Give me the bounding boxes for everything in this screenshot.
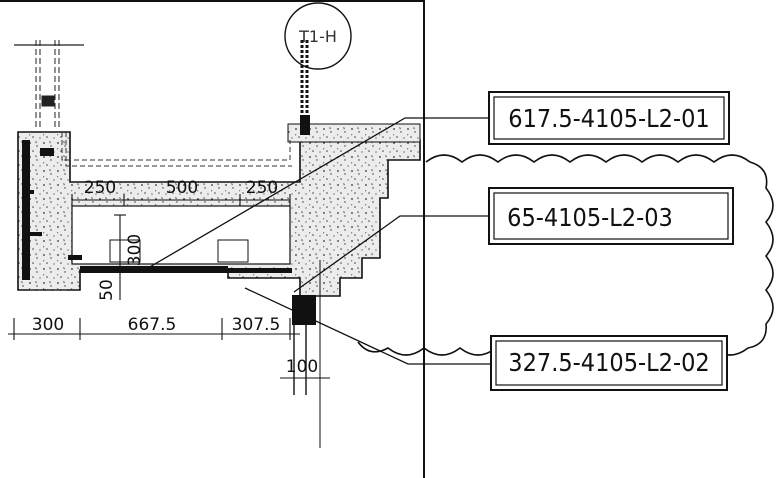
rebar-marks <box>22 115 316 325</box>
dim-vert-b: 50 <box>97 279 117 301</box>
dim-lower: 100 <box>286 357 318 377</box>
dim-top-right: 250 <box>246 178 278 198</box>
tag-box-3: 327.5-4105-L2-02 <box>490 335 728 391</box>
vertical-chain <box>293 40 321 448</box>
grid-bubble: T1-H <box>284 2 352 70</box>
dim-top-left: 250 <box>84 178 116 198</box>
dim-bottom-mid: 667.5 <box>128 315 177 335</box>
tag-label-3: 327.5-4105-L2-02 <box>508 348 709 377</box>
dim-vert-a: 300 <box>125 234 145 266</box>
dim-top-mid: 500 <box>166 178 198 198</box>
vertical-duct <box>14 40 84 130</box>
steel-plate <box>80 239 292 273</box>
dashed-outline <box>30 132 292 291</box>
tag-label-2: 65-4105-L2-03 <box>507 203 673 232</box>
tag-box-2: 65-4105-L2-03 <box>488 187 734 245</box>
revision-cloud <box>357 154 774 356</box>
leader-lines <box>147 117 492 365</box>
tag-label-1: 617.5-4105-L2-01 <box>508 104 709 133</box>
tag-box-1: 617.5-4105-L2-01 <box>488 91 730 145</box>
dim-bottom-left: 300 <box>32 315 64 335</box>
dimension-lines <box>8 194 330 379</box>
grid-bubble-label: T1-H <box>298 27 337 46</box>
dim-bottom-right: 307.5 <box>232 315 281 335</box>
